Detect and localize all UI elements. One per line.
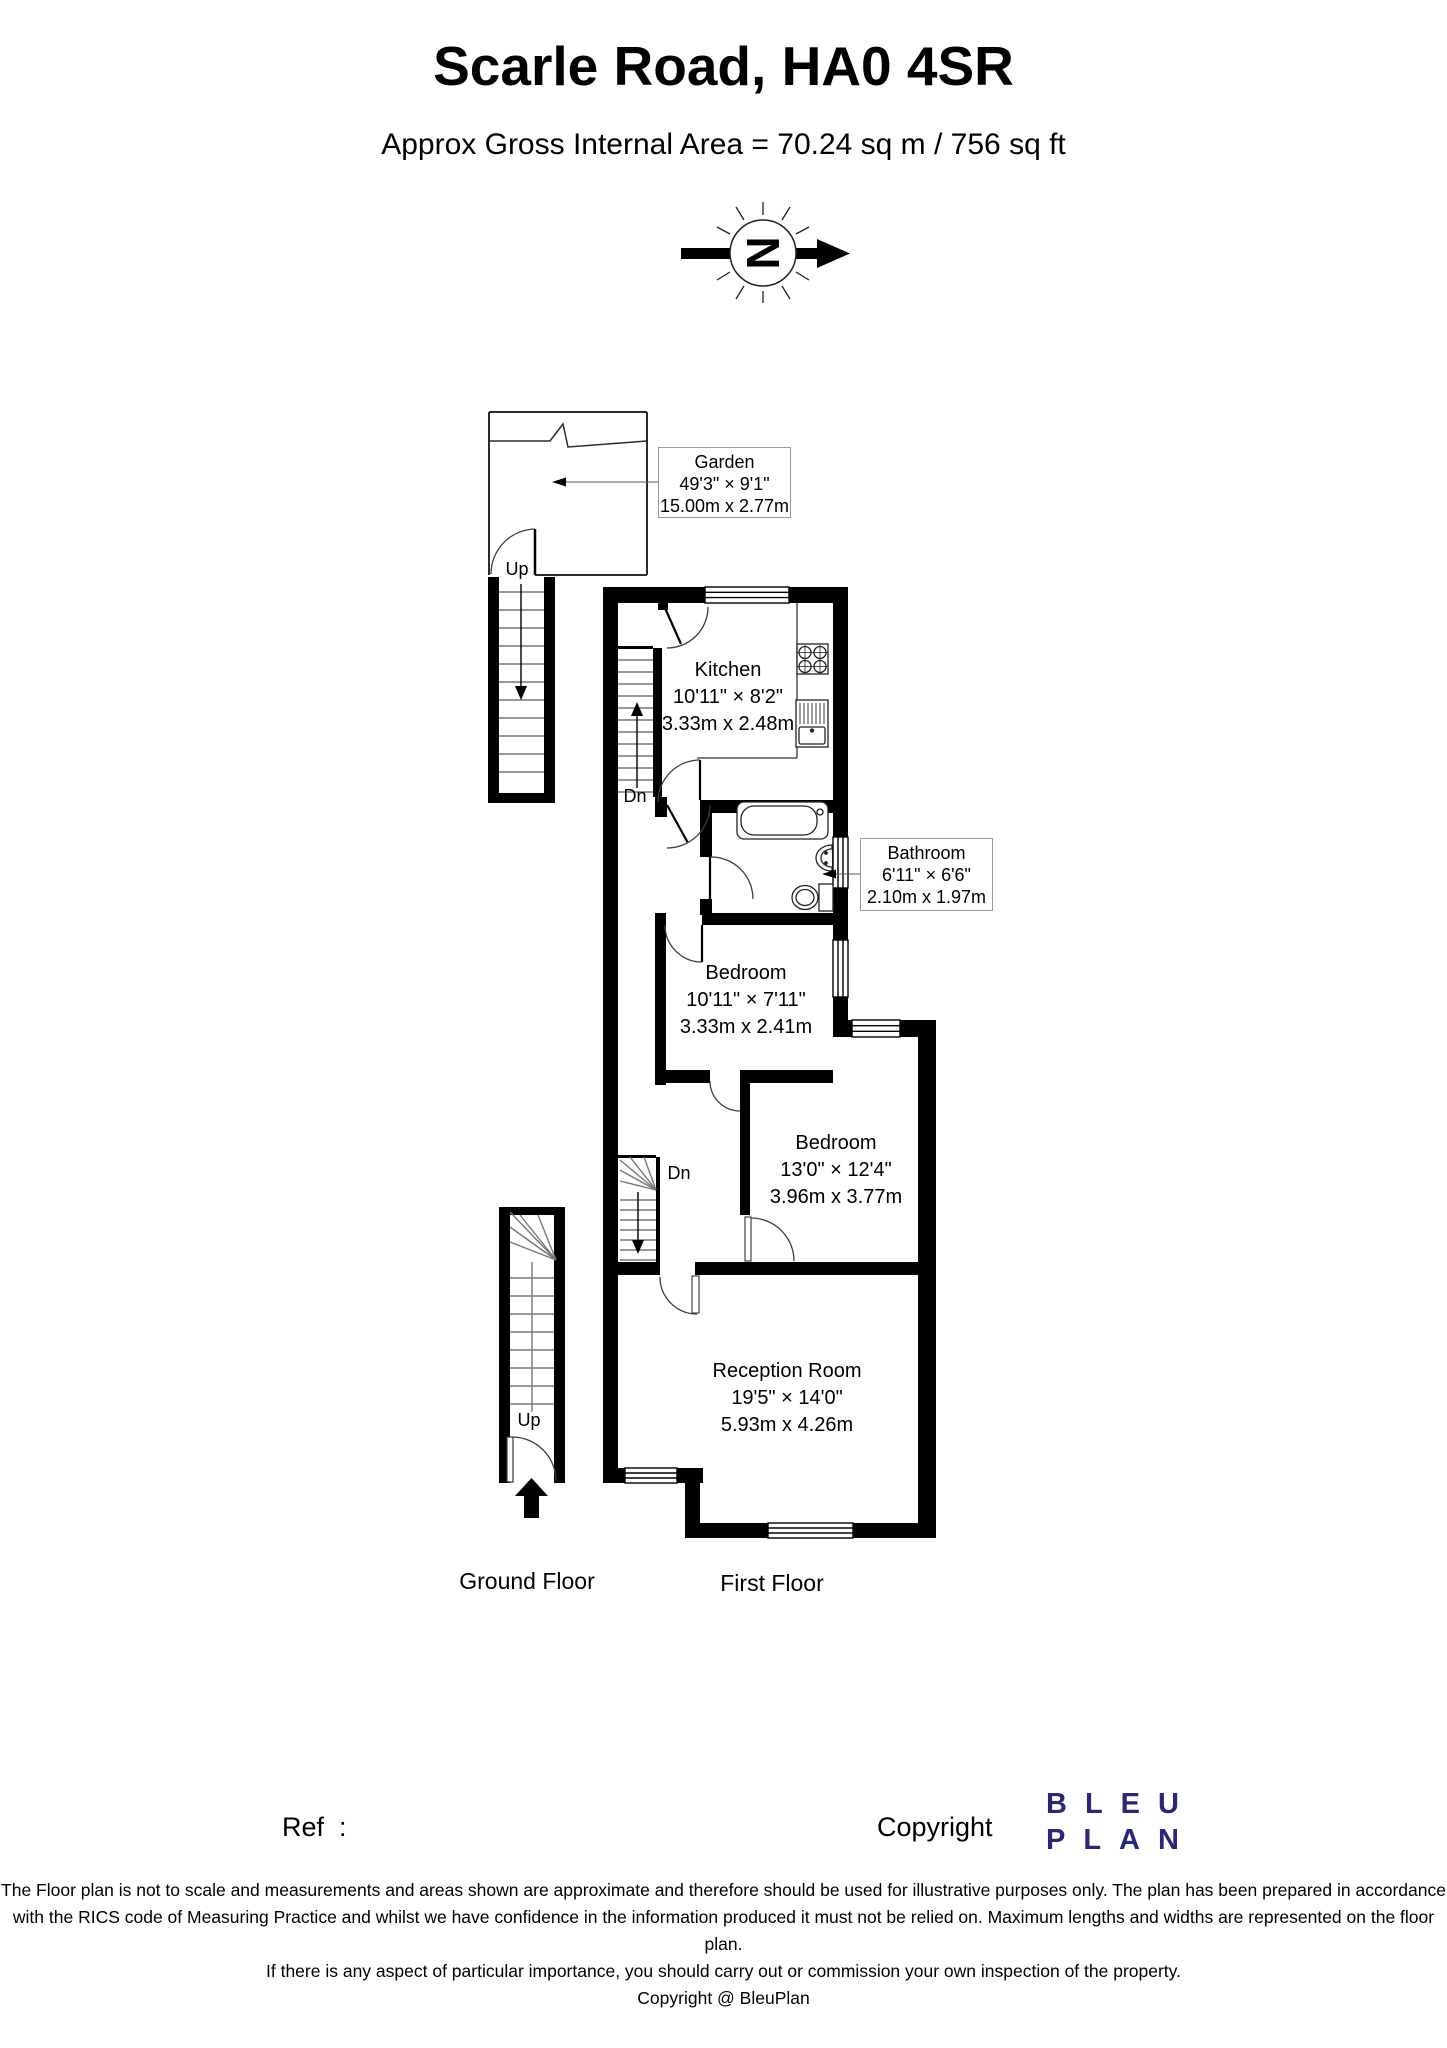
garden-outline <box>488 411 648 576</box>
first-floor-stairs-landing <box>619 1156 657 1261</box>
room-name: Garden <box>694 452 755 472</box>
stair-up-garden-label: Up <box>505 559 529 579</box>
logo-line2: PLAN <box>1046 1824 1197 1856</box>
first-floor-walls <box>603 587 936 1538</box>
room-metric: 5.93m x 4.26m <box>720 1414 854 1436</box>
ground-floor-stairs-lower <box>499 1207 565 1483</box>
first-floor-caption: First Floor <box>720 1570 824 1596</box>
disclaimer-line: with the RICS code of Measuring Practice… <box>12 1907 1435 1954</box>
room-name: Bathroom <box>887 843 966 863</box>
room-name: Bedroom <box>705 962 787 984</box>
bleuplan-logo: BLEU PLAN <box>1046 1786 1197 1858</box>
entrance-arrow-icon <box>515 1478 548 1518</box>
room-imperial: 10'11" × 8'2" <box>673 686 783 708</box>
room-name: Reception Room <box>712 1360 862 1382</box>
room-imperial: 49'3" × 9'1" <box>679 474 770 494</box>
label-arrows <box>552 477 860 879</box>
doors <box>657 606 795 1315</box>
bathtub-icon <box>736 801 829 840</box>
ground-floor-caption: Ground Floor <box>459 1568 595 1594</box>
room-name: Bedroom <box>795 1132 877 1154</box>
windows <box>624 586 901 1539</box>
bedroom2-label: Bedroom 13'0" × 12'4" 3.96m x 3.77m <box>770 1130 902 1211</box>
room-metric: 2.10m x 1.97m <box>866 887 987 907</box>
copyright-label: Copyright <box>877 1812 993 1842</box>
room-imperial: 10'11" × 7'11" <box>686 989 806 1011</box>
room-metric: 3.96m x 3.77m <box>769 1186 903 1208</box>
room-name: Kitchen <box>694 659 762 681</box>
stair-dn-landing-label: Dn <box>667 1163 691 1183</box>
logo-line1: BLEU <box>1046 1788 1197 1820</box>
reception-label: Reception Room 19'5" × 14'0" 5.93m x 4.2… <box>713 1358 862 1439</box>
room-imperial: 6'11" × 6'6" <box>882 865 971 885</box>
room-imperial: 19'5" × 14'0" <box>731 1387 843 1409</box>
toilet-icon <box>791 883 834 912</box>
disclaimer-line: The Floor plan is not to scale and measu… <box>1 1880 1446 1900</box>
room-metric: 3.33m x 2.48m <box>661 713 795 735</box>
stair-up-entrance-label: Up <box>517 1410 541 1430</box>
garden-label-box: Garden 49'3" × 9'1" 15.00m x 2.77m <box>658 447 791 518</box>
disclaimer-line: If there is any aspect of particular imp… <box>266 1961 1181 1981</box>
north-compass-icon: N <box>681 202 850 303</box>
first-floor-stairs-kitchen <box>618 659 653 793</box>
disclaimer-line: Copyright @ BleuPlan <box>637 1988 810 2008</box>
north-letter: N <box>737 236 789 269</box>
area-subtitle: Approx Gross Internal Area = 70.24 sq m … <box>381 128 1066 161</box>
hob-icon <box>796 643 829 675</box>
sink-icon <box>795 699 829 748</box>
page-title: Scarle Road, HA0 4SR <box>433 35 1014 97</box>
room-imperial: 13'0" × 12'4" <box>780 1159 892 1181</box>
basin-icon <box>815 844 833 872</box>
kitchen-label: Kitchen 10'11" × 8'2" 3.33m x 2.48m <box>662 657 794 738</box>
bedroom1-label: Bedroom 10'11" × 7'11" 3.33m x 2.41m <box>680 960 812 1041</box>
disclaimer: The Floor plan is not to scale and measu… <box>0 1877 1447 2012</box>
stair-arrow-up <box>631 702 643 716</box>
room-metric: 3.33m x 2.41m <box>679 1016 813 1038</box>
ref-label: Ref : <box>282 1812 347 1842</box>
bathroom-label-box: Bathroom 6'11" × 6'6" 2.10m x 1.97m <box>860 838 993 911</box>
stair-dn-kitchen-label: Dn <box>623 786 647 806</box>
ground-floor-stairs-upper <box>488 577 555 803</box>
room-metric: 15.00m x 2.77m <box>659 496 790 516</box>
stair-arrow-down <box>632 1240 644 1254</box>
garden-door <box>490 528 537 575</box>
